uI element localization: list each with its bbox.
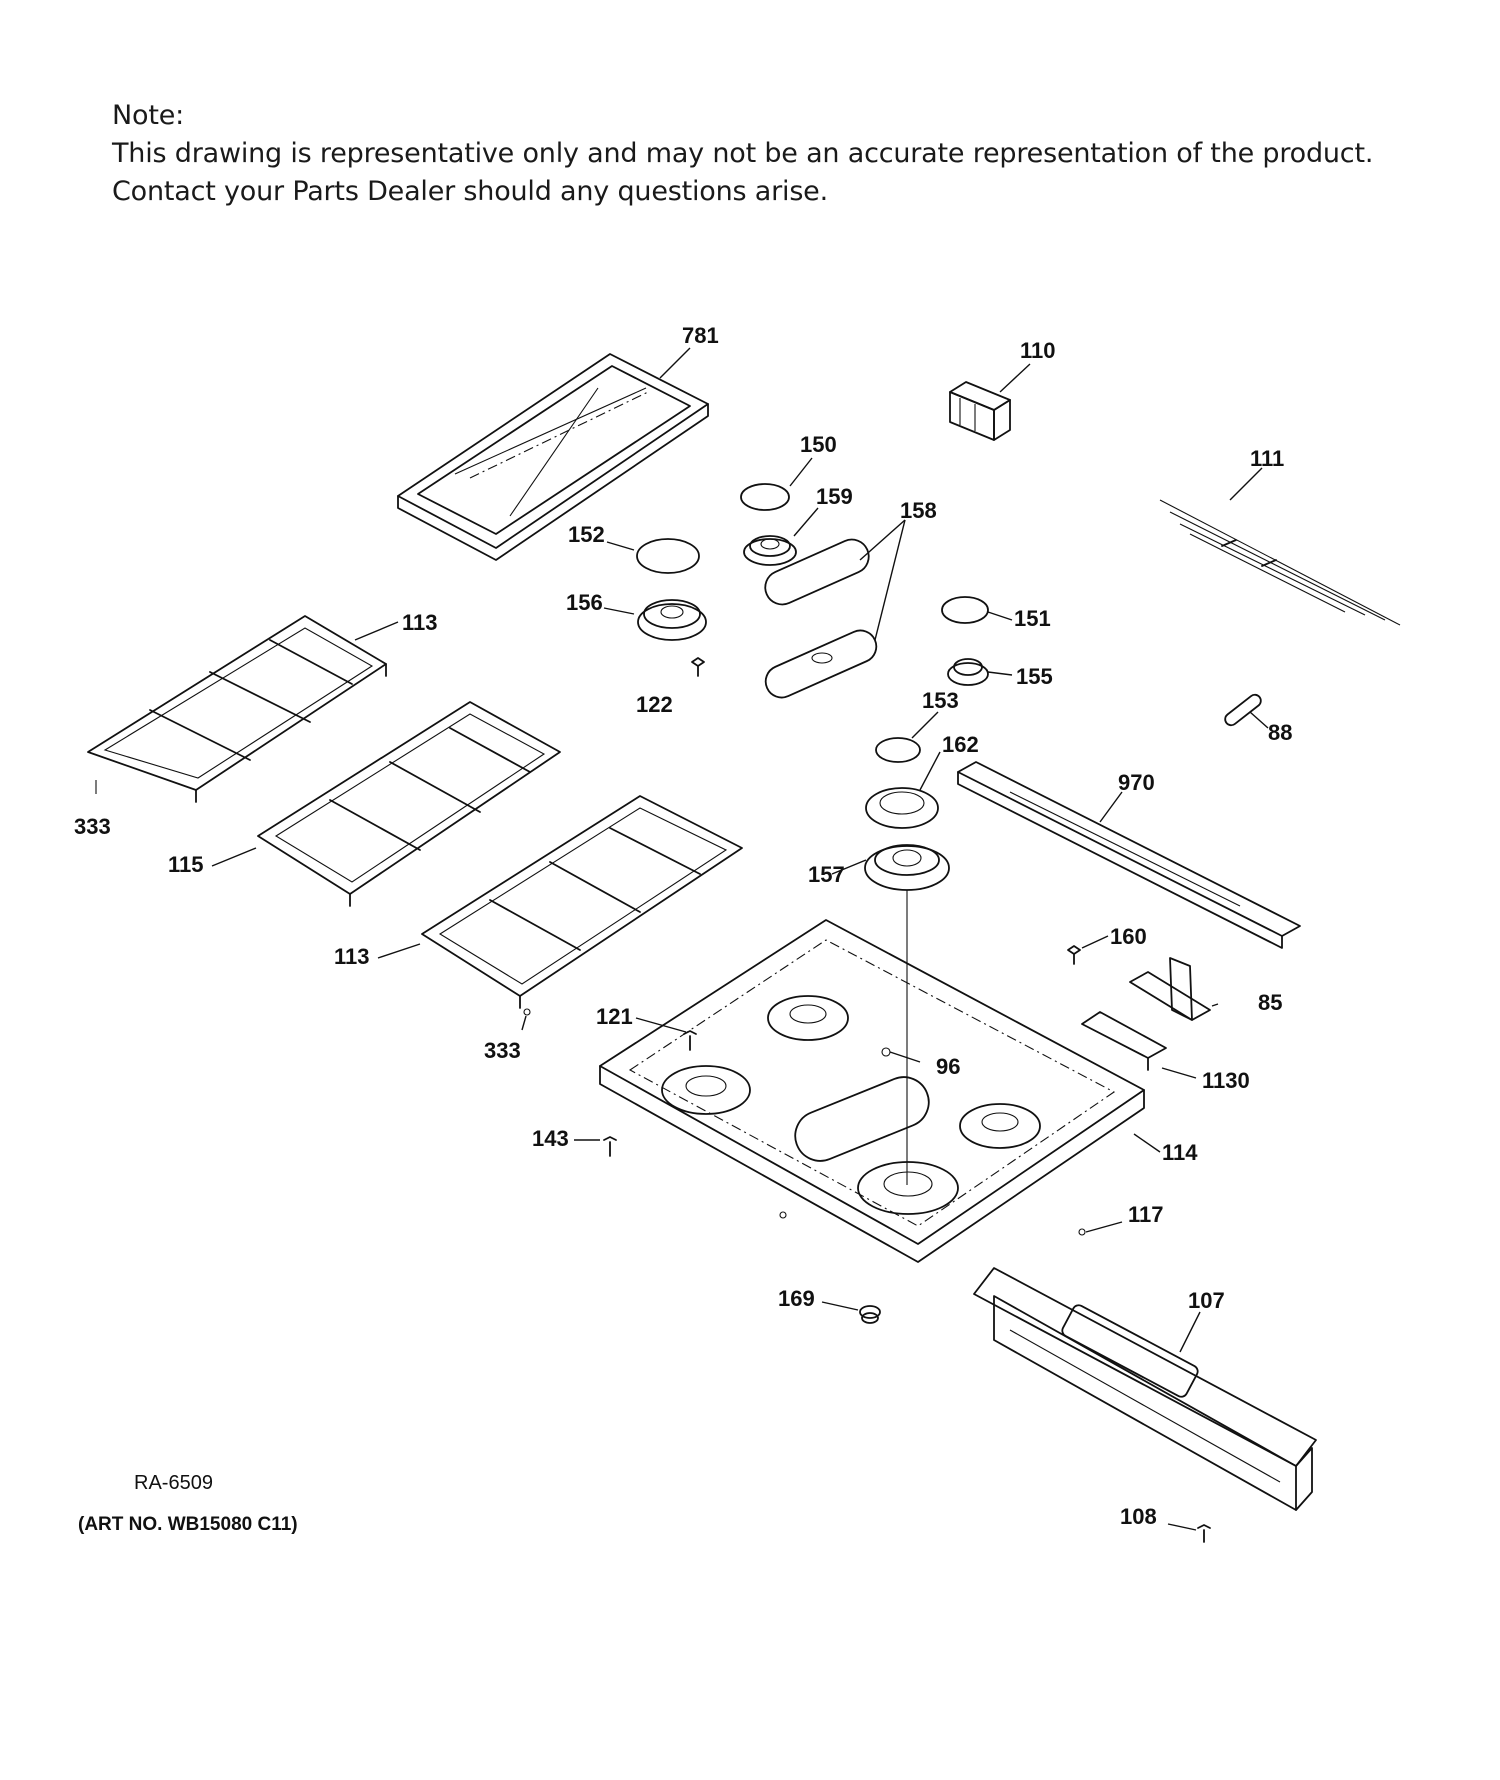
grate-113-right [421, 795, 743, 1009]
label-151: 151 [1014, 606, 1051, 631]
screw-143 [603, 1136, 617, 1157]
burner-cap-152 [636, 538, 700, 574]
drawing-reference: RA-6509 [134, 1472, 213, 1494]
label-169: 169 [778, 1286, 815, 1311]
screw-122 [691, 657, 705, 677]
label-113-bottom: 113 [334, 944, 370, 969]
label-159: 159 [816, 484, 853, 509]
igniter-88 [1224, 693, 1262, 727]
label-110: 110 [1020, 338, 1056, 363]
leader-lines [211, 347, 1269, 1531]
bracket-1130 [1081, 1011, 1167, 1071]
label-150: 150 [800, 432, 837, 457]
label-108: 108 [1120, 1504, 1157, 1529]
wire-harness-111 [1159, 499, 1401, 626]
label-156: 156 [566, 590, 603, 615]
label-1130: 1130 [1202, 1068, 1250, 1093]
label-113-top: 113 [402, 610, 438, 635]
burner-box-trim-970 [957, 761, 1301, 949]
note-heading: Note: [112, 100, 185, 131]
note-line-2: Contact your Parts Dealer should any que… [112, 176, 828, 207]
screw-160 [1067, 945, 1081, 965]
screw-121 [683, 1030, 697, 1051]
label-143: 143 [532, 1126, 569, 1151]
burner-head-156 [637, 599, 707, 641]
label-122: 122 [636, 692, 673, 717]
connector-part [949, 381, 1011, 441]
label-157: 157 [808, 862, 845, 887]
label-107: 107 [1188, 1288, 1225, 1313]
grate-115-center [257, 701, 561, 907]
clip [779, 1211, 787, 1219]
part-number-labels: 781 110 150 159 111 158 152 156 113 151 … [74, 323, 1292, 1529]
cooktop-114 [599, 919, 1145, 1263]
label-781: 781 [682, 323, 719, 348]
burner-cap-153 [875, 737, 921, 763]
grate-113-left [87, 615, 387, 803]
label-153: 153 [922, 688, 959, 713]
label-158: 158 [900, 498, 937, 523]
label-970: 970 [1118, 770, 1155, 795]
label-333-left: 333 [74, 814, 111, 839]
screw-96 [881, 1047, 891, 1057]
note-line-1: This drawing is representative only and … [112, 138, 1374, 169]
label-117: 117 [1128, 1202, 1164, 1227]
label-111: 111 [1250, 446, 1284, 471]
art-number: (ART NO. WB15080 C11) [78, 1514, 298, 1535]
front-trim-107 [973, 1267, 1317, 1511]
label-96: 96 [936, 1054, 960, 1079]
bracket-85 [1129, 957, 1211, 1021]
label-155: 155 [1016, 664, 1053, 689]
label-152: 152 [568, 522, 605, 547]
grommet-169 [859, 1305, 881, 1324]
burner-head-155 [947, 658, 989, 686]
label-88: 88 [1268, 720, 1292, 745]
label-333-right: 333 [484, 1038, 521, 1063]
label-121: 121 [596, 1004, 633, 1029]
label-160: 160 [1110, 924, 1147, 949]
clip-117 [1078, 1228, 1086, 1236]
burner-base-162 [865, 787, 939, 829]
label-114: 114 [1162, 1140, 1198, 1165]
label-85: 85 [1258, 990, 1282, 1015]
burner-cap-150 [740, 483, 790, 511]
burner-cover-158 [764, 538, 878, 699]
burner-head-157 [864, 844, 950, 891]
label-115: 115 [168, 852, 204, 877]
griddle-part [397, 353, 709, 561]
label-162: 162 [942, 732, 979, 757]
burner-cap-151 [941, 596, 989, 624]
screw-108 [1197, 1524, 1211, 1543]
bumper-333-right [523, 1008, 531, 1016]
burner-head-159 [743, 535, 797, 566]
